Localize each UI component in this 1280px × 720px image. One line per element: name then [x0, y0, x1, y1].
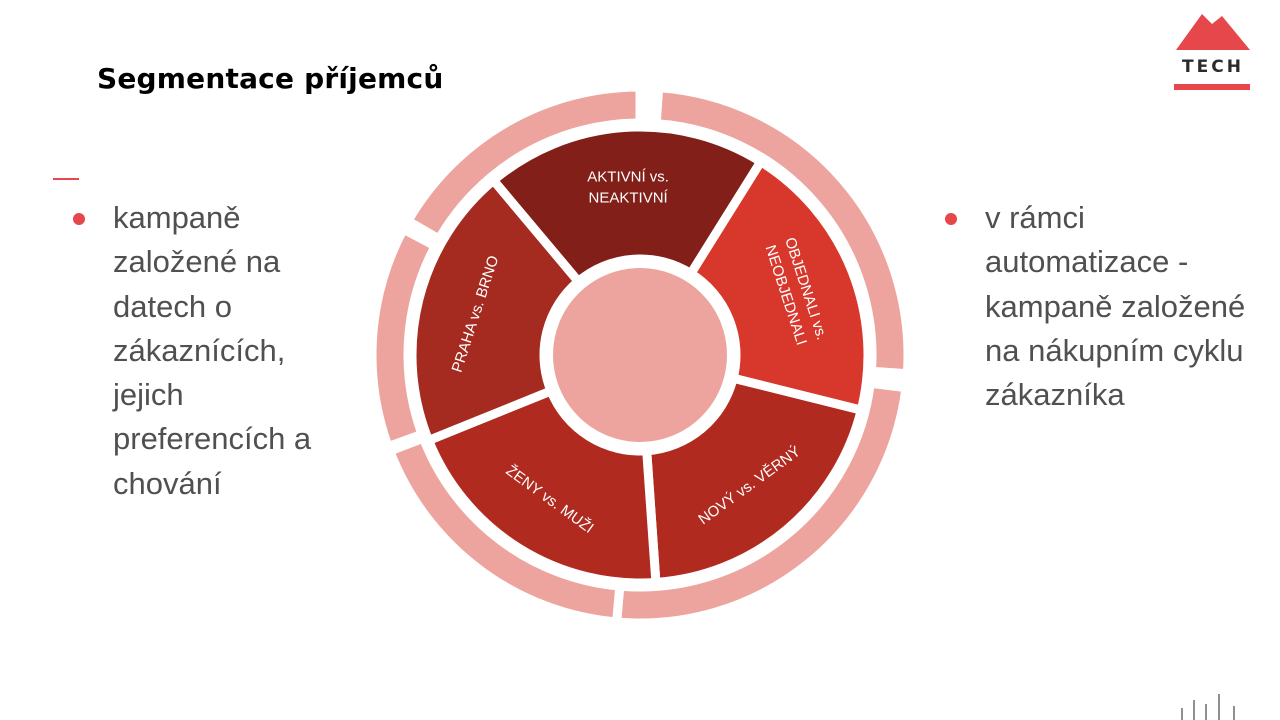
left-bullet-text: kampaně založené na datech o zákaznících… — [113, 200, 312, 501]
right-bullet-item: v rámci automatizace - kampaně založené … — [945, 196, 1265, 476]
corner-decoration-icon — [1181, 694, 1235, 720]
slide-title: Segmentace příjemců — [97, 62, 444, 95]
segment-ring — [407, 122, 873, 588]
tech-logo-icon — [1174, 14, 1250, 90]
wheel-center — [543, 258, 737, 452]
right-bullet-text: v rámci automatizace - kampaně založené … — [985, 200, 1246, 413]
logo-text: TECH — [1182, 57, 1244, 77]
bullet-dot-icon — [945, 213, 957, 225]
left-bullet-item: kampaně založené na datech o zákaznících… — [73, 196, 333, 516]
segment-label-text: NEAKTIVNÍ — [589, 189, 669, 206]
segment-label: AKTIVNÍ vs. NEAKTIVNÍ — [587, 168, 669, 206]
segment-label-text: AKTIVNÍ vs. — [587, 168, 669, 185]
accent-line — [53, 178, 79, 180]
bullet-dot-icon — [73, 213, 85, 225]
